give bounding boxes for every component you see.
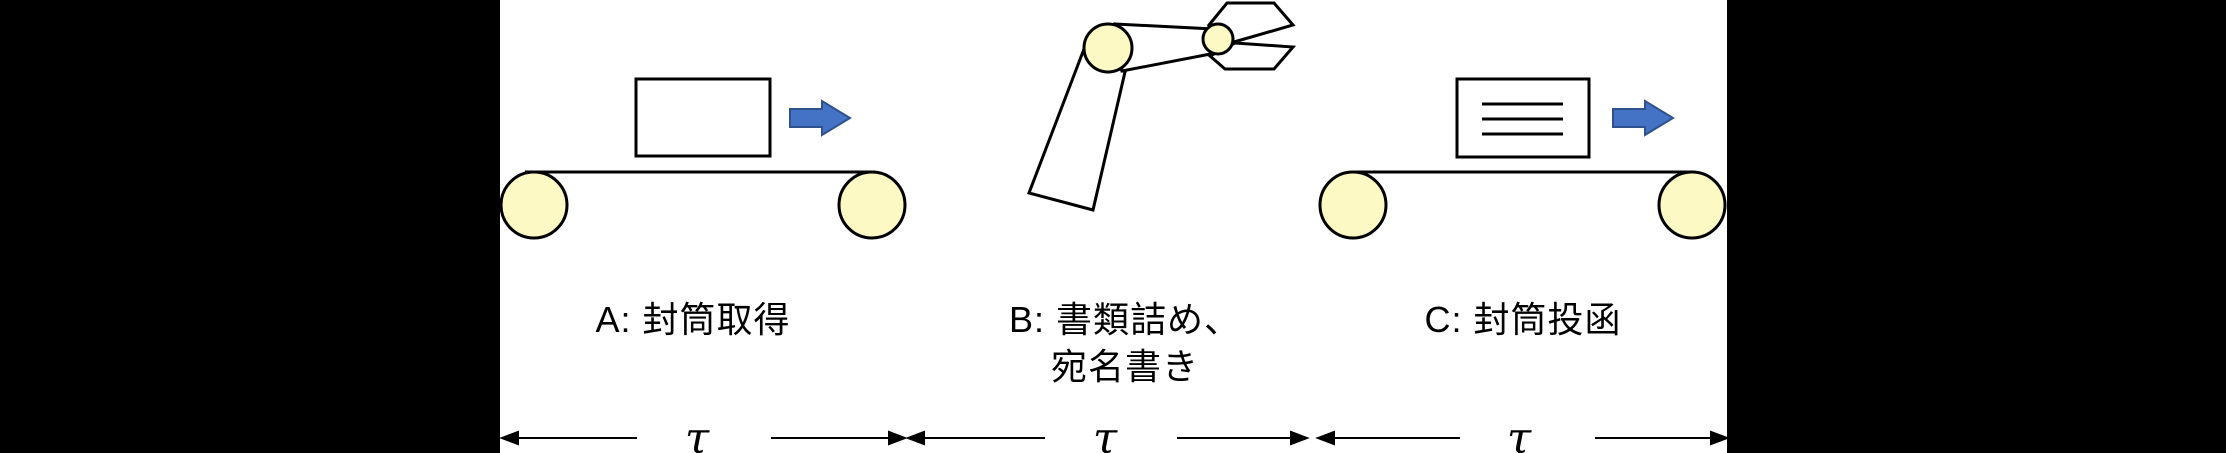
arrowhead-left-icon xyxy=(905,430,925,446)
roller-icon xyxy=(837,170,907,240)
station-b-label-line2: 宛名書き xyxy=(1050,346,1199,387)
roller-icon xyxy=(1657,170,1727,240)
station-c-conveyor xyxy=(1318,77,1727,240)
station-b-label: B: 書類詰め、 宛名書き xyxy=(1009,296,1241,390)
flow-arrow-right-icon xyxy=(1612,99,1675,137)
arrowhead-left-icon xyxy=(1315,430,1335,446)
station-a-conveyor xyxy=(500,77,907,240)
arrowhead-right-icon xyxy=(1710,430,1727,446)
shoulder-joint-icon xyxy=(1082,22,1134,74)
station-b-robot-arm xyxy=(1027,1,1297,212)
tau-symbol-c: τ xyxy=(1506,413,1532,453)
wrist-joint-icon xyxy=(1201,22,1235,56)
flow-arrow-right-icon xyxy=(789,99,852,137)
roller-icon xyxy=(1318,170,1388,240)
slide-canvas: A: 封筒取得 B: 書類詰め、 宛名書き C: 封筒投函 τ τ τ xyxy=(500,0,1727,453)
station-b-label-line1: B: 書類詰め、 xyxy=(1008,299,1242,340)
roller-icon xyxy=(500,170,569,240)
arrowhead-right-icon xyxy=(888,430,908,446)
station-c-label: C: 封筒投函 xyxy=(1424,299,1622,340)
takt-time-dimension-arrows xyxy=(500,430,1727,446)
arrowhead-left-icon xyxy=(500,430,519,446)
assembly-line-diagram xyxy=(500,1,1727,446)
tau-symbol-b: τ xyxy=(1092,413,1118,453)
station-a-label: A: 封筒取得 xyxy=(595,299,791,340)
blank-envelope-icon xyxy=(634,77,772,158)
arrowhead-right-icon xyxy=(1290,430,1310,446)
tau-symbol-a: τ xyxy=(684,413,710,453)
